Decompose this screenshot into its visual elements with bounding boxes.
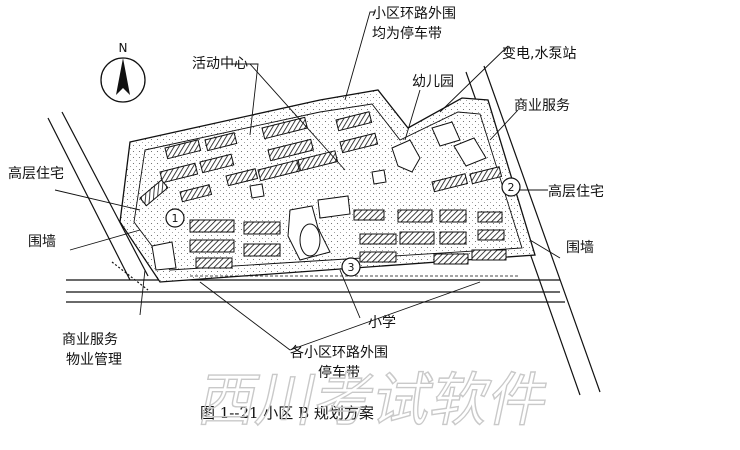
label-high-rise-left: 高层住宅 [8,165,64,182]
label-commercial-service-left: 商业服务 [62,332,118,348]
north-label: N [119,41,128,55]
public-buildings [151,121,487,271]
marker-1: 1 [165,208,185,228]
label-ring-parking-bottom-2: 停车带 [318,364,360,381]
svg-text:2: 2 [508,181,515,194]
marker-3: 3 [341,257,361,277]
north-arrow: N [100,41,146,103]
label-wall-right: 围墙 [566,240,594,256]
svg-text:3: 3 [348,261,355,274]
marker-2: 2 [501,177,521,197]
figure-caption: 图 1--21 小区 B 规划方案 [200,404,374,422]
leader-lines [54,11,561,351]
label-commercial-service-right: 商业服务 [514,98,570,114]
label-kindergarten: 幼儿园 [412,74,454,90]
label-activity-center: 活动中心 [192,56,248,72]
svg-text:1: 1 [172,212,179,225]
label-property-mgmt: 物业管理 [66,352,122,368]
residential-buildings [139,111,507,269]
label-ring-parking-bottom-1: 各小区环路外围 [290,345,388,361]
watermark: 西川考试软件 [193,367,555,434]
label-primary-school: 小学 [368,315,396,331]
label-ring-parking-top-1: 小区环路外围 [372,6,456,22]
label-substation-pump: 变电,水泵站 [502,46,576,62]
label-high-rise-right: 高层住宅 [548,183,604,200]
label-ring-parking-top-2: 均为停车带 [372,25,442,42]
label-wall-left: 围墙 [28,234,56,250]
